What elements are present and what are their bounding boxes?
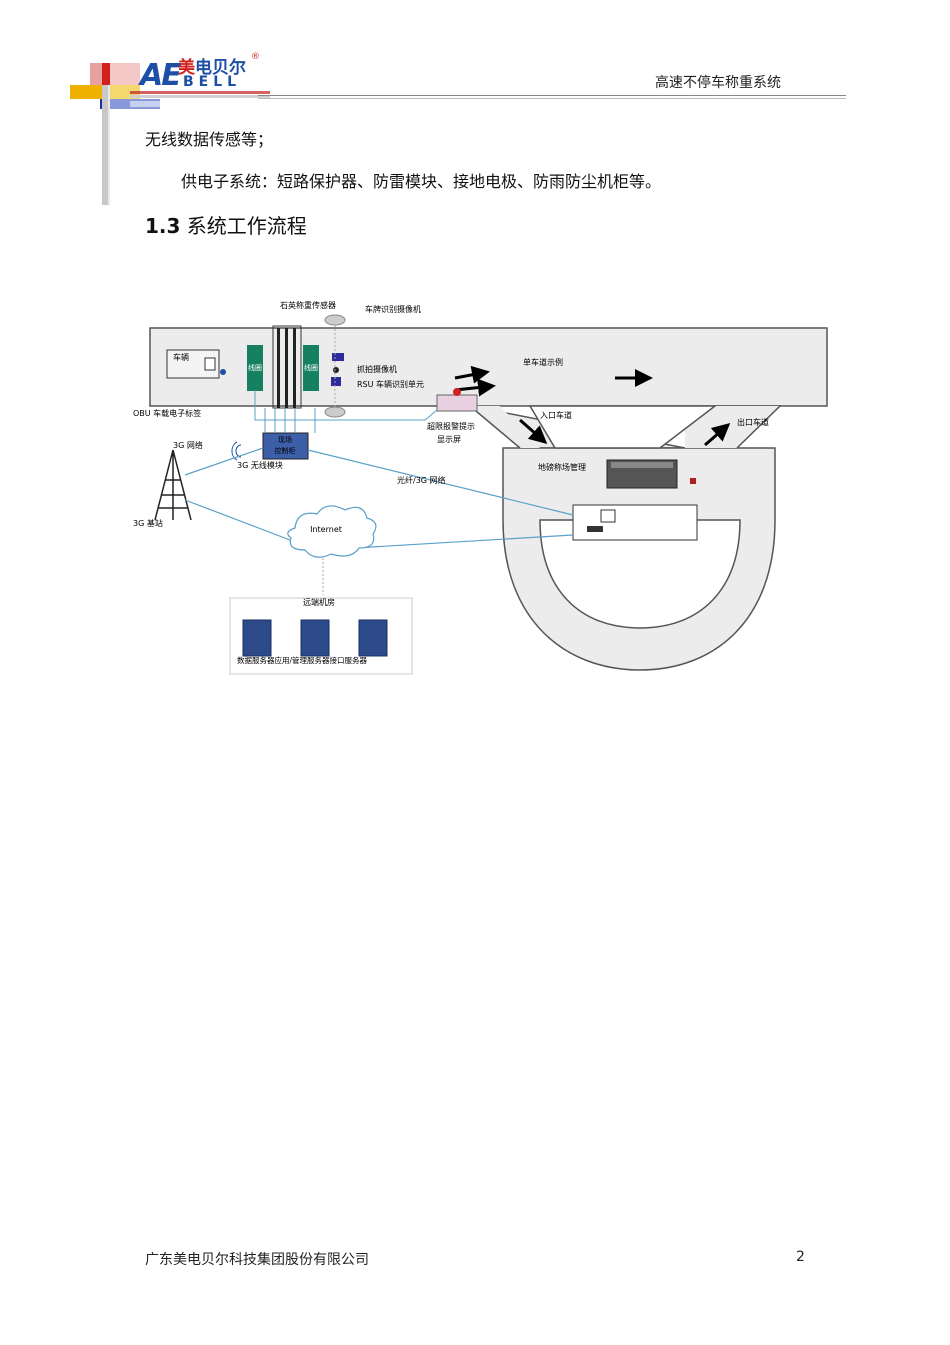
loop-1-label: 线圈 [248, 363, 262, 372]
g3-wireless-label: 3G 无线模块 [237, 460, 283, 470]
logo-cn-prefix: 美 [178, 58, 195, 78]
entry-lane-label: 入口车道 [540, 410, 572, 420]
field-controller [262, 432, 309, 460]
section-title: 系统工作流程 [186, 214, 307, 238]
plate-camera [332, 353, 344, 361]
server-2 [300, 619, 330, 657]
workflow-diagram: 线圈 线圈 车辆 现场 控制柜 Internet 石英称重传感器 车牌识别摄 [133, 300, 828, 675]
rsu-label: RSU 车辆识别单元 [357, 379, 424, 389]
entry-arrow [519, 418, 548, 444]
fiber-3g-label: 光纤/3G 网络 [397, 475, 446, 485]
display-label-2: 显示屏 [437, 435, 461, 444]
loop-1 [247, 345, 263, 391]
footer-company: 广东美电贝尔科技集团股份有限公司 [145, 1252, 369, 1268]
funnel-left [470, 406, 540, 448]
internet-label: Internet [310, 525, 342, 534]
computer-keyboard [587, 526, 603, 532]
rsu-post [324, 406, 346, 418]
loop-2-label: 线圈 [304, 363, 318, 372]
display-label-1: 超限报警提示 [427, 421, 475, 431]
g3-base-label: 3G 基站 [133, 518, 163, 528]
lane-example-label: 单车道示例 [523, 357, 563, 367]
servers-label: 数据服务器应用/管理服务器接口服务器 [237, 655, 368, 665]
page-number: 2 [796, 1249, 805, 1265]
sensor-bar-3 [293, 328, 296, 408]
server-3 [358, 619, 388, 657]
loop-2 [303, 345, 319, 391]
computer-monitor [600, 509, 616, 523]
obu-label: OBU 车载电子标签 [133, 408, 201, 418]
cell-tower [154, 449, 192, 521]
rsu-unit [331, 377, 341, 386]
scan-camera-label: 抓拍摄像机 [357, 364, 397, 374]
logo-registered-mark: ® [251, 52, 260, 62]
exit-arrow [704, 423, 731, 447]
header-rule-secondary [258, 98, 846, 99]
weigh-station-label: 地磅称场管理 [538, 462, 586, 472]
alarm-post [690, 478, 696, 484]
header-rule [258, 95, 846, 96]
logo-cn-rest: 电贝尔 [195, 58, 246, 78]
obu-tag [220, 369, 226, 375]
logo-cn-name: 美电贝尔 [178, 53, 246, 78]
vehicle-label: 车辆 [173, 352, 189, 362]
exit-lane-label: 出口车道 [737, 417, 769, 427]
lane-arrow-2 [454, 378, 496, 397]
sensor-bar-1 [277, 328, 280, 408]
alarm-light [453, 388, 461, 396]
station-inner-cut [539, 519, 741, 629]
funnel-outline-left [469, 405, 521, 449]
control-room [572, 504, 698, 541]
controller-label-1: 现场 [278, 435, 292, 444]
overweight-display [436, 394, 478, 412]
controller-label-2: 控制柜 [275, 446, 296, 455]
sensor-label: 石英称重传感器 [280, 300, 336, 310]
paragraph-wireless: 无线数据传感等； [145, 130, 274, 149]
logo-bell-text: BELL [183, 74, 242, 90]
weighbridge-top [611, 462, 673, 468]
plate-camera-post [324, 314, 346, 326]
logo-ae-letters: AE [140, 58, 182, 93]
section-heading: 1.3 系统工作流程 [145, 210, 307, 239]
lane-arrow-1 [454, 365, 490, 384]
vehicle-cab [204, 357, 216, 371]
logo-decoration [70, 63, 270, 205]
funnel-outline-right [736, 405, 781, 449]
internet-cloud [287, 505, 377, 558]
plate-camera-label: 车牌识别摄像机 [365, 304, 421, 314]
paragraph-power-subsystem: 供电子系统：短路保护器、防雷模块、接地电极、防雨防尘机柜等。 [181, 172, 662, 191]
funnel-right [685, 406, 780, 448]
datacenter-label: 远端机房 [303, 597, 335, 607]
section-number: 1.3 [145, 214, 181, 238]
sensor-bar-2 [285, 328, 288, 408]
g3-net-label: 3G 网络 [173, 440, 203, 450]
server-1 [242, 619, 272, 657]
header-title: 高速不停车称重系统 [655, 75, 781, 91]
scan-camera [333, 367, 339, 373]
